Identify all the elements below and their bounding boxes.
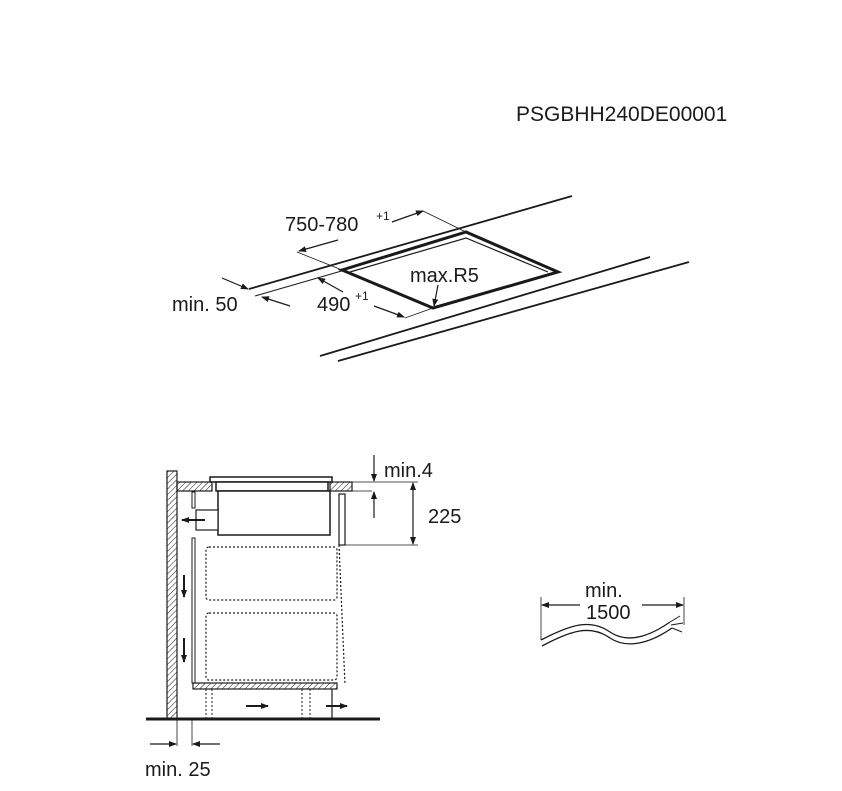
worktop-front-edge-bottom bbox=[337, 261, 690, 362]
front-dotted bbox=[338, 544, 346, 686]
depth-label: 490 bbox=[317, 294, 350, 316]
hob-frame bbox=[215, 481, 329, 492]
radius-label: max.R5 bbox=[410, 265, 479, 287]
extension-line bbox=[404, 307, 434, 319]
cabinet-side bbox=[191, 537, 196, 684]
edge-arrow-1 bbox=[221, 277, 249, 290]
power-cable bbox=[540, 597, 685, 647]
width-label: 750-780 bbox=[285, 214, 358, 236]
wall bbox=[166, 470, 178, 720]
worktop-right bbox=[329, 481, 353, 492]
cable-wires bbox=[669, 615, 684, 633]
cable-line-1 bbox=[540, 621, 671, 641]
drawer-lower bbox=[205, 612, 338, 681]
worktop-cutout-view bbox=[221, 195, 690, 362]
cable-line-2 bbox=[541, 627, 673, 647]
depth-arrow-up bbox=[317, 277, 344, 293]
edge-distance-label: min. 50 bbox=[172, 294, 238, 316]
drawing-code: PSGBHH240DE00001 bbox=[516, 103, 727, 126]
width-arrow-left bbox=[298, 239, 339, 252]
worktop-back-edge bbox=[248, 195, 573, 290]
radius-arrow bbox=[432, 284, 439, 307]
edge-arrow-2 bbox=[261, 296, 291, 307]
cable-label-line1: min. bbox=[585, 580, 623, 602]
drawer-upper bbox=[205, 546, 338, 601]
side-section-view bbox=[146, 455, 418, 747]
worktop-inner-line bbox=[254, 269, 346, 297]
cutout-outline bbox=[337, 230, 563, 310]
width-arrow-right bbox=[391, 210, 424, 223]
extension-line bbox=[422, 210, 467, 233]
wall-distance-label: min. 25 bbox=[145, 759, 211, 781]
cable-label-line2: 1500 bbox=[586, 602, 631, 624]
height-label: 225 bbox=[428, 506, 461, 528]
cabinet-bottom bbox=[192, 682, 338, 690]
hob-unit bbox=[217, 490, 331, 536]
cabinet-side-top bbox=[191, 491, 196, 509]
worktop-left bbox=[176, 481, 213, 492]
front-panel bbox=[338, 493, 346, 546]
width-tolerance: +1 bbox=[376, 209, 390, 223]
cutout-inner-edge bbox=[349, 237, 549, 273]
extension-line bbox=[296, 251, 343, 271]
gap-label: min.4 bbox=[384, 460, 433, 482]
depth-tolerance: +1 bbox=[355, 289, 369, 303]
worktop-front-edge-top bbox=[319, 256, 651, 357]
depth-arrow-down bbox=[373, 305, 405, 318]
